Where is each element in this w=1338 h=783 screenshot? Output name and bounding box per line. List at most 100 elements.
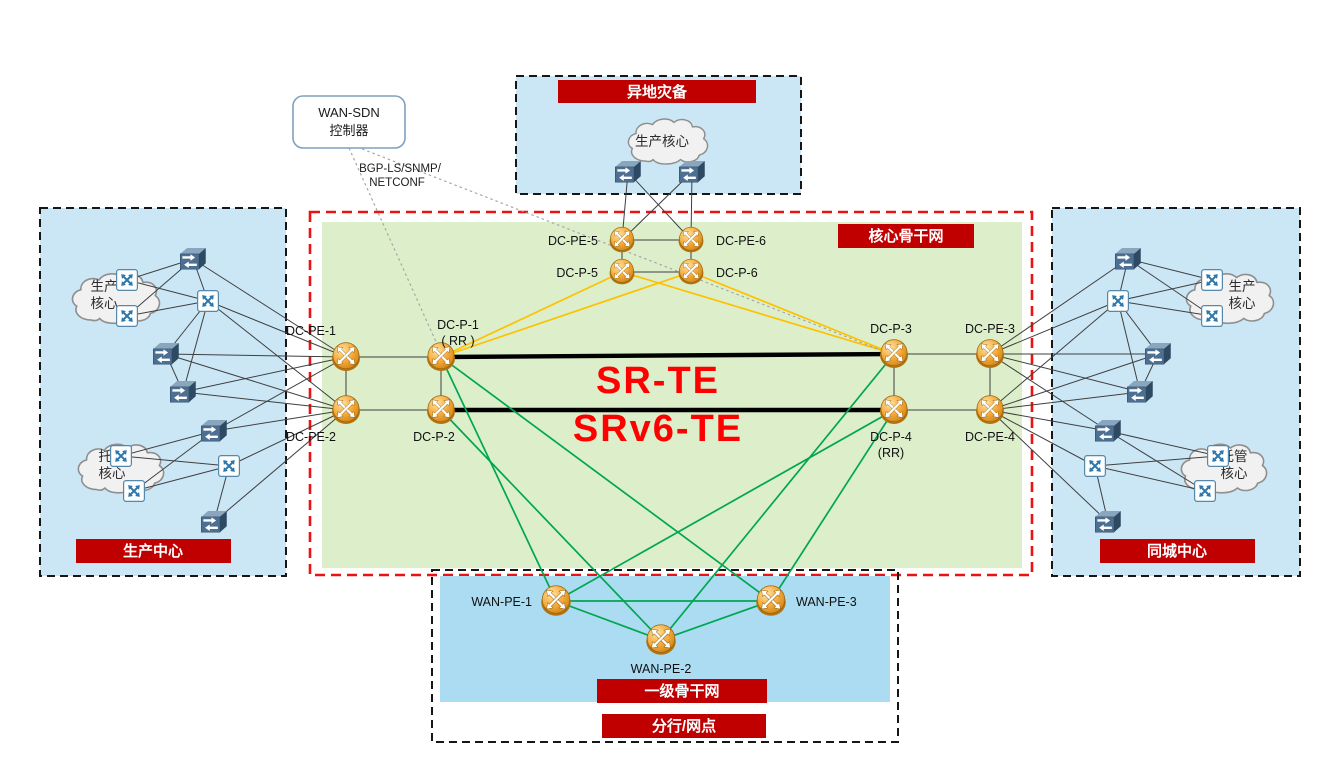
link-r-ce-3--r-sw-3	[1117, 300, 1141, 393]
cloud-dr: 生产核心	[627, 117, 709, 166]
node-r-sw-5-switch-icon	[1094, 510, 1122, 533]
node-l-sw-1-switch-icon	[179, 247, 207, 270]
sr-te-label: SR-TE	[596, 360, 720, 402]
cloud-right-top-label: 生产	[1229, 279, 1256, 294]
link-wan-pe-2--wan-pe-3	[660, 600, 772, 641]
node-l-ce-1-ce-icon	[114, 267, 140, 293]
banner-production-center-label: 生产中心	[123, 542, 183, 560]
node-dc-pe-2-label: DC-PE-2	[286, 430, 336, 444]
cloud-left-top-label: 生产	[91, 279, 118, 294]
node-l-sw-3-switch-icon	[169, 380, 197, 403]
link-wan-pe-1--wan-pe-2	[555, 600, 662, 641]
banner-branch-rect	[602, 714, 766, 738]
link-dc-p-3--wan-pe-2	[660, 353, 895, 641]
link-r-sw-1--dc-pe-3	[989, 258, 1129, 355]
link-l-ce-6--l-ce-4	[133, 465, 230, 492]
link-r-sw-2--dc-pe-4	[989, 353, 1159, 411]
link-r-ce-2--r-ce-3	[1117, 300, 1213, 317]
link-l-sw-5--dc-pe-2	[213, 409, 347, 523]
link-dc-p-1--wan-pe-3	[440, 356, 772, 602]
link-dc-p-1--wan-pe-1	[440, 356, 557, 602]
link-l-sw-3--dc-pe-1	[182, 356, 347, 393]
wan-sdn-controller-line1: WAN-SDN	[318, 105, 380, 120]
link-r-sw-3--dc-pe-4	[989, 391, 1141, 411]
node-dc-p-4-label: DC-P-4	[870, 430, 912, 444]
banner-core-backbone: 核心骨干网	[838, 224, 974, 248]
node-dc-p-6-label: DC-P-6	[716, 266, 758, 280]
node-l-ce-6-ce-icon	[121, 478, 147, 504]
link-l-sw-1--dc-pe-1	[192, 258, 347, 358]
wan-sdn-controller-box	[292, 95, 406, 149]
node-dc-pe-6-label: DC-PE-6	[716, 234, 766, 248]
link-r-sw-3--dc-pe-3	[989, 353, 1141, 393]
link-l-ce-1--l-ce-3	[126, 279, 209, 302]
node-l-sw-4-switch-icon	[200, 419, 228, 442]
node-dc-pe-4-label: DC-PE-4	[965, 430, 1015, 444]
node-l-sw-2-switch-icon	[152, 342, 180, 365]
link-r-ce-1--r-sw-1	[1127, 258, 1213, 281]
node-l-ce-2-ce-icon	[114, 303, 140, 329]
node-r-sw-3-switch-icon	[1126, 380, 1154, 403]
link-dc-p-1--dc-p-3	[440, 351, 895, 360]
link-l-ce-3--dc-pe-1	[207, 300, 347, 358]
banner-production-center: 生产中心	[76, 539, 231, 563]
link-r-sw-5--dc-pe-4	[989, 409, 1109, 523]
node-dc-p-4-label: (RR)	[878, 446, 904, 460]
edges-layer	[120, 146, 1219, 641]
link-dc-p-5--dc-p-3	[621, 271, 895, 355]
node-r-sw-4-switch-icon	[1094, 419, 1122, 442]
node-wan-pe-3-label: WAN-PE-3	[796, 595, 857, 609]
link-r-ce-2--r-sw-1	[1127, 258, 1213, 317]
banner-disaster-recovery-label: 异地灾备	[627, 83, 688, 101]
link-l-ce-3--l-sw-3	[182, 300, 209, 393]
node-r-ce-4-ce-icon	[1082, 453, 1108, 479]
node-dc-pe-1-label: DC-PE-1	[286, 324, 336, 338]
node-dc-pe-3-label: DC-PE-3	[965, 322, 1015, 336]
link-l-sw-2--dc-pe-2	[165, 353, 347, 411]
link-dr-sw-1--dc-pe-6	[627, 171, 692, 241]
link-dc-p-6--dc-p-3	[690, 271, 895, 355]
link-l-ce-5--l-sw-4	[120, 430, 215, 457]
link-l-sw-2--dc-pe-1	[165, 353, 347, 358]
link-l-sw-4--dc-pe-1	[213, 356, 347, 432]
link-r-sw-4--dc-pe-4	[989, 409, 1109, 432]
node-dc-p-1-label: ( RR )	[441, 334, 474, 348]
banner-tier1-backbone-label: 一级骨干网	[644, 682, 719, 700]
link-dc-p-1--dc-p-5	[440, 271, 623, 358]
link-r-ce-6--r-ce-4	[1094, 465, 1206, 492]
banner-core-backbone-label: 核心骨干网	[868, 227, 943, 245]
node-l-ce-3-ce-icon	[195, 288, 221, 314]
link-l-sw-3--dc-pe-2	[182, 391, 347, 411]
link-dr-sw-2--dc-pe-5	[621, 171, 693, 241]
banner-city-center-label: 同城中心	[1147, 542, 1207, 560]
node-l-ce-5-ce-icon	[108, 443, 134, 469]
link-r-ce-1--r-ce-3	[1117, 279, 1213, 302]
link-r-ce-4--dc-pe-4	[989, 409, 1096, 467]
link-l-sw-4--dc-pe-2	[213, 409, 347, 432]
wan-sdn-controller-line2: 控制器	[329, 123, 368, 138]
banner-city-center: 同城中心	[1100, 539, 1255, 563]
srv6-te-label: SRv6-TE	[573, 408, 743, 450]
node-dc-p-1-label: DC-P-1	[437, 318, 479, 332]
node-l-sw-5-switch-icon	[200, 510, 228, 533]
link-dc-p-4--wan-pe-1	[555, 409, 895, 602]
link-l-ce-5--l-ce-4	[120, 455, 230, 467]
protocol-label-line2: NETCONF	[369, 177, 425, 189]
cloud-right-top-label: 核心	[1229, 296, 1257, 311]
node-dc-p-3-label: DC-P-3	[870, 322, 912, 336]
city-center-region	[1051, 207, 1301, 577]
cloud-left-bottom-label: 核心	[99, 466, 126, 481]
link-l-ce-2--l-ce-3	[126, 300, 209, 317]
banner-branch: 分行/网点	[602, 714, 766, 738]
node-r-sw-2-switch-icon	[1144, 342, 1172, 365]
link-dc-p-1--dc-p-6	[440, 271, 692, 358]
protocol-label-line1: BGP-LS/SNMP/	[359, 163, 442, 175]
node-r-ce-1-ce-icon	[1199, 267, 1225, 293]
production-center-region	[39, 207, 287, 577]
node-r-ce-2-ce-icon	[1199, 303, 1225, 329]
banner-tier1-backbone: 一级骨干网	[597, 679, 767, 703]
cloud-left-top-label: 核心	[91, 296, 118, 311]
node-wan-pe-1-label: WAN-PE-1	[471, 595, 532, 609]
link-r-ce-5--r-ce-4	[1094, 455, 1219, 467]
overlay-layer: 异地灾备 核心骨干网 生产中心 同城中心 一级骨干网 分行/网点	[76, 80, 1255, 738]
